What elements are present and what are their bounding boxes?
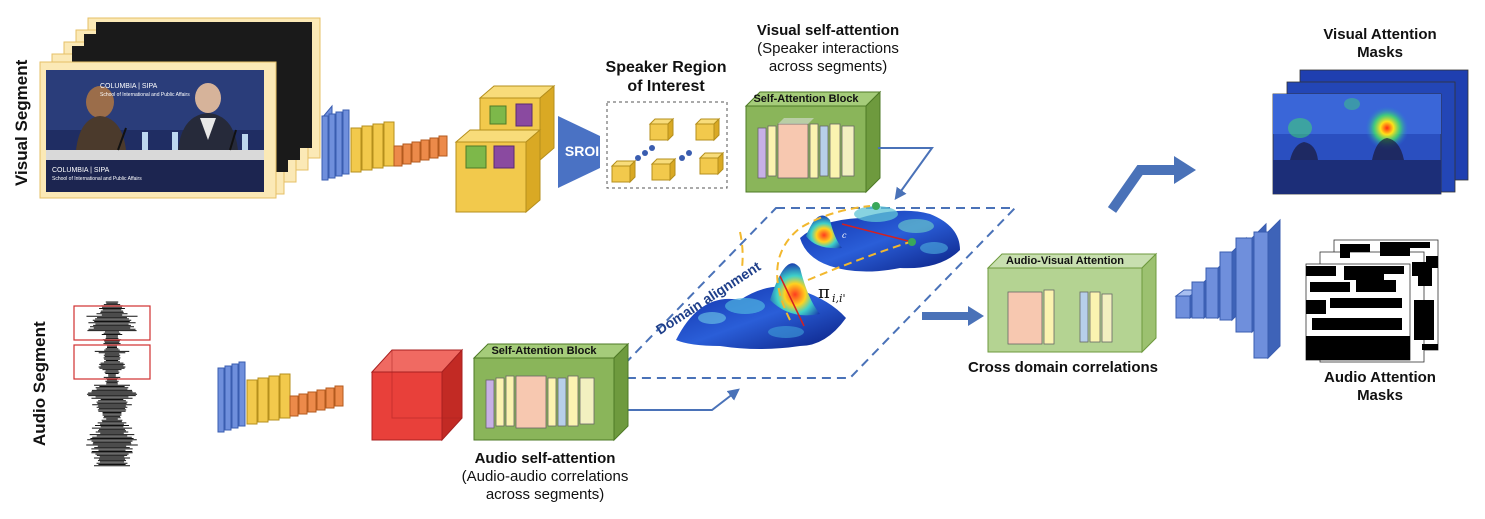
audio-visual-attention-block xyxy=(986,252,1158,354)
speaker-roi-title: Speaker Region of Interest xyxy=(596,58,736,96)
audio-to-alignment-arrow xyxy=(626,388,740,411)
visual-masks-line2: Masks xyxy=(1357,44,1403,61)
audio-masks-line2: Masks xyxy=(1357,387,1403,404)
visual-to-alignment-arrow xyxy=(878,147,934,200)
transport-lines: c xyxy=(739,202,917,327)
audio-masks-label: Audio Attention Masks xyxy=(1300,369,1460,405)
frame-logo-sub: School of International and Public Affai… xyxy=(100,92,190,98)
speaker-roi-line2: of Interest xyxy=(627,78,705,96)
audio-masks-line1: Audio Attention xyxy=(1324,369,1436,386)
frame-caption-sub: School of International and Public Affai… xyxy=(52,176,142,182)
cross-domain-label: Cross domain correlations xyxy=(967,359,1159,376)
audio-self-attention-title: Audio self-attention xyxy=(474,450,616,467)
audio-window-1 xyxy=(73,305,151,341)
audio-window-2 xyxy=(73,344,151,380)
speaker-roi-line1: Speaker Region xyxy=(605,59,727,76)
visual-masks-label: Visual Attention Masks xyxy=(1300,26,1460,62)
cost-label: c xyxy=(842,231,847,240)
audio-self-attention-caption: Audio self-attention (Audio-audio correl… xyxy=(440,450,650,504)
frame-logo: COLUMBIA | SIPA xyxy=(100,83,158,90)
audio-feature-cube xyxy=(370,348,464,442)
pi-symbol: π xyxy=(818,282,830,303)
audio-waveform xyxy=(86,301,138,467)
pi-label: π i,i' xyxy=(818,282,846,305)
audio-attention-masks xyxy=(1305,239,1439,363)
sroi-arrow xyxy=(558,116,600,188)
av-attention-block-label: Audio-Visual Attention xyxy=(1006,255,1124,267)
audio-self-attention-sub1: (Audio-audio correlations xyxy=(461,468,629,485)
feature-cubes xyxy=(454,84,556,214)
video-frame: COLUMBIA | SIPA School of International … xyxy=(46,70,264,192)
speaker-roi-box xyxy=(606,101,728,189)
visual-self-attention-title: Visual self-attention xyxy=(756,22,900,39)
visual-self-attention-sub2: across segments) xyxy=(768,58,888,75)
audio-segment-label: Audio Segment xyxy=(30,321,49,446)
sroi-label: SROI xyxy=(564,143,600,159)
visual-self-attention-sub1: (Speaker interactions xyxy=(757,40,899,57)
visual-masks-line1: Visual Attention xyxy=(1323,26,1437,43)
decoder-layers xyxy=(1174,218,1281,360)
frame-caption: COLUMBIA | SIPA xyxy=(52,167,110,174)
audio-cnn-layers xyxy=(217,361,344,433)
visual-segment-label: Visual Segment xyxy=(12,59,31,186)
audio-self-attention-sub2: across segments) xyxy=(485,486,605,503)
pi-subscript: i,i' xyxy=(832,292,846,305)
audio-sa-block-label: Self-Attention Block xyxy=(491,345,597,357)
visual-frame-stack: COLUMBIA | SIPA School of International … xyxy=(39,17,321,199)
to-visual-masks-arrow xyxy=(1107,165,1178,213)
audio-self-attention-block xyxy=(472,342,630,442)
visual-attention-masks xyxy=(1272,69,1469,195)
visual-sa-block-label: Self-Attention Block xyxy=(753,93,859,105)
visual-cnn-layers xyxy=(321,104,448,181)
visual-distribution-surface xyxy=(800,206,960,272)
visual-self-attention-caption: Visual self-attention (Speaker interacti… xyxy=(740,22,916,76)
visual-self-attention-block xyxy=(744,90,882,194)
